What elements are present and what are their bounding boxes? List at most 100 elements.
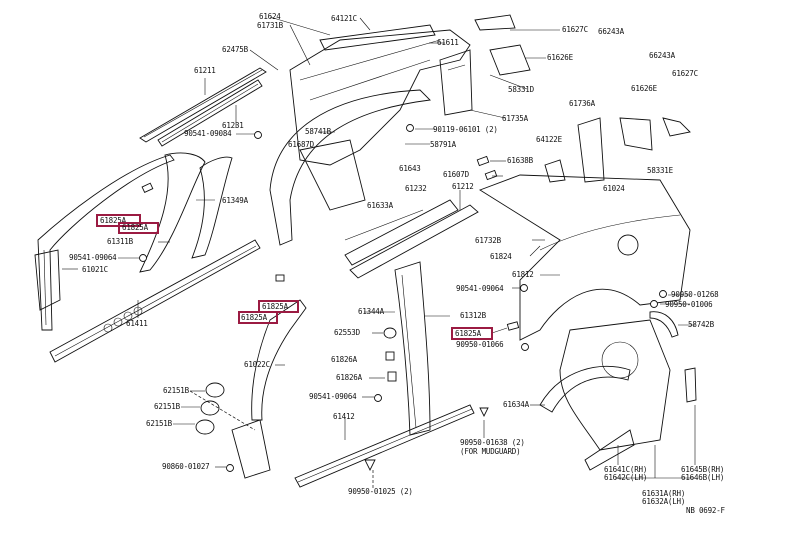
part-label-highlighted[interactable]: 61825A <box>100 216 126 225</box>
part-label-highlighted[interactable]: 61825A <box>455 329 481 338</box>
part-label[interactable]: 61344A <box>358 307 384 316</box>
part-label[interactable]: 61643 <box>399 164 421 173</box>
part-label[interactable]: 61731B <box>257 21 283 30</box>
bracket-64122E[interactable] <box>544 159 566 183</box>
part-label[interactable]: 61633A <box>367 201 393 210</box>
part-label[interactable]: 64122E <box>536 135 562 144</box>
part-label[interactable]: 90541-09064 <box>69 253 117 262</box>
plug-62553D[interactable] <box>383 327 397 339</box>
part-label[interactable]: 61826A <box>336 373 362 382</box>
part-label[interactable]: 61642C(LH) <box>604 473 648 482</box>
part-label[interactable]: 90541-09084 <box>184 129 232 138</box>
reinforcement-61212[interactable] <box>349 204 479 279</box>
part-label[interactable]: 62475B <box>222 45 248 54</box>
part-label[interactable]: 90950-01638 (2) <box>460 438 525 447</box>
part-label[interactable]: 61634A <box>503 400 529 409</box>
part-label[interactable]: 90950-01268 <box>671 290 719 299</box>
bracket-61736A[interactable] <box>577 117 605 183</box>
part-label[interactable]: 61349A <box>222 196 248 205</box>
part-label[interactable]: 64121C <box>331 14 357 23</box>
part-label[interactable]: 61687D <box>288 140 314 149</box>
part-label[interactable]: 61638B <box>507 156 533 165</box>
part-label[interactable]: 61412 <box>333 412 355 421</box>
part-label[interactable]: 61024 <box>603 184 625 193</box>
part-label[interactable]: 61627C <box>672 69 698 78</box>
part-label[interactable]: 61627C <box>562 25 588 34</box>
part-label[interactable]: 61735A <box>502 114 528 123</box>
roof-rail-61211[interactable] <box>139 67 267 143</box>
leader-lines <box>62 16 696 490</box>
part-label-highlighted[interactable]: 61825A <box>241 313 267 322</box>
part-label[interactable]: 90860-01027 <box>162 462 210 471</box>
highlight-box <box>118 222 159 234</box>
front-pillar-61021C[interactable] <box>34 154 175 331</box>
highlight-box <box>258 300 299 313</box>
wheelhouse-inner-61634A[interactable] <box>539 365 631 413</box>
part-label[interactable]: 61826A <box>331 355 357 364</box>
part-label[interactable]: 61611 <box>437 38 459 47</box>
part-label[interactable]: 61411 <box>126 319 148 328</box>
part-label[interactable]: 61022C <box>244 360 270 369</box>
part-label[interactable]: 90950-01006 <box>665 300 713 309</box>
bracket-61645B[interactable] <box>684 367 697 403</box>
part-label[interactable]: 62151B <box>146 419 172 428</box>
part-label[interactable]: 62553D <box>334 328 360 337</box>
roof-rail-61231[interactable] <box>157 79 263 147</box>
reference-code: NB 0692-F <box>686 506 725 515</box>
reinforcement-61232[interactable] <box>344 199 459 266</box>
part-label[interactable]: 58331E <box>647 166 673 175</box>
part-label[interactable]: 61626E <box>547 53 573 62</box>
roof-side-panel-61611[interactable] <box>319 24 436 51</box>
plug-62151B[interactable] <box>195 382 225 435</box>
garnish-58742B[interactable] <box>649 311 679 338</box>
part-label[interactable]: 58791A <box>430 140 456 149</box>
part-label[interactable]: 90119-06101 (2) <box>433 125 498 134</box>
part-label[interactable]: 61311B <box>107 237 133 246</box>
rear-inner-structure[interactable] <box>269 29 471 246</box>
part-label[interactable]: 62151B <box>154 402 180 411</box>
part-label[interactable]: 58742B <box>688 320 714 329</box>
bracket-61735A[interactable] <box>439 49 473 116</box>
part-label[interactable]: 61231 <box>222 121 244 130</box>
center-pillar-61312B[interactable] <box>394 261 431 436</box>
part-label[interactable]: 61607D <box>443 170 469 179</box>
part-label[interactable]: 61312B <box>460 311 486 320</box>
bracket-61641C[interactable] <box>584 429 635 471</box>
bracket-61627C-upper[interactable] <box>474 14 516 31</box>
part-label[interactable]: 61021C <box>82 265 108 274</box>
part-label-highlighted[interactable]: 61825A <box>122 223 148 232</box>
part-label[interactable]: 61645B(RH) <box>681 465 725 474</box>
bracket-61626E-upper[interactable] <box>489 44 531 76</box>
pillar-61311B[interactable] <box>139 152 233 273</box>
part-label[interactable]: 58331D <box>508 85 534 94</box>
bracket-61626E-right[interactable] <box>619 117 653 151</box>
quarter-panel[interactable] <box>478 174 691 341</box>
part-label[interactable]: 90950-01025 (2) <box>348 487 413 496</box>
part-label[interactable]: 61824 <box>490 252 512 261</box>
part-label-highlighted[interactable]: 61825A <box>262 302 288 311</box>
highlight-box <box>238 311 278 324</box>
part-label[interactable]: 90541-09064 <box>456 284 504 293</box>
part-label[interactable]: 61812 <box>512 270 534 279</box>
part-label[interactable]: 62151B <box>163 386 189 395</box>
pillar-61022C[interactable] <box>231 299 307 479</box>
part-label[interactable]: 61646B(LH) <box>681 473 725 482</box>
wheelhouse-61631A[interactable] <box>559 319 671 451</box>
bracket-61627C-right[interactable] <box>662 117 691 137</box>
part-label[interactable]: 61232 <box>405 184 427 193</box>
part-label[interactable]: 61624 <box>259 12 281 21</box>
part-label[interactable]: 61626E <box>631 84 657 93</box>
part-label[interactable]: 61631A(RH) <box>642 489 686 498</box>
part-label[interactable]: 58741B <box>305 127 331 136</box>
part-label[interactable]: 61212 <box>452 182 474 191</box>
part-label[interactable]: 61736A <box>569 99 595 108</box>
part-label[interactable]: 61211 <box>194 66 216 75</box>
part-label[interactable]: 61641C(RH) <box>604 465 648 474</box>
part-label[interactable]: 61632A(LH) <box>642 497 686 506</box>
part-label[interactable]: 90950-01066 <box>456 340 504 349</box>
rocker-panel-61412[interactable] <box>294 404 475 488</box>
part-label[interactable]: 66243A <box>598 27 624 36</box>
part-label[interactable]: 90541-09064 <box>309 392 357 401</box>
part-label[interactable]: 66243A <box>649 51 675 60</box>
part-label[interactable]: 61732B <box>475 236 501 245</box>
